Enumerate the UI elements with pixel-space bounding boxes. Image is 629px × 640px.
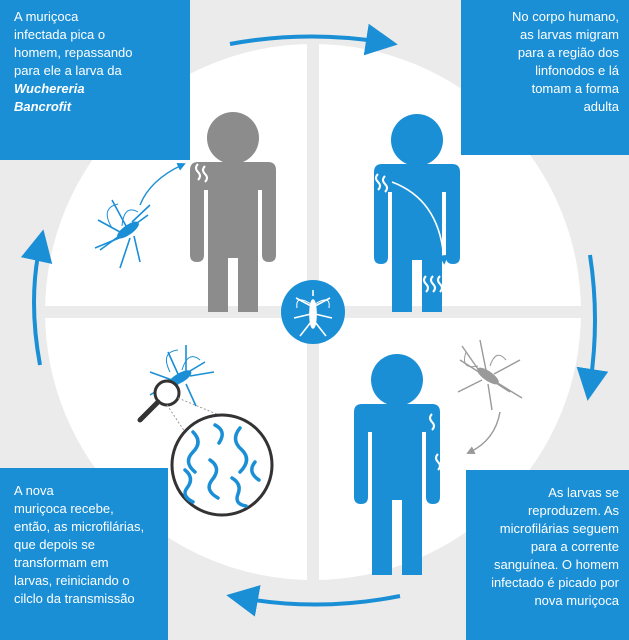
step-1-line: infectada pica o [14, 27, 106, 42]
step-1-line: para ele a larva da [14, 63, 122, 78]
step-1-line: homem, repassando [14, 45, 133, 60]
step-2-box: No corpo humano, as larvas migram para a… [461, 0, 629, 155]
arrow-left [20, 229, 53, 366]
step-1-italic-line: Bancrofit [14, 99, 72, 114]
mosquito-icon [281, 280, 345, 344]
step-4-line: cilclo da transmissão [14, 591, 135, 606]
step-2-line: adulta [583, 99, 619, 114]
person-gray-icon [190, 112, 276, 312]
step-3-line: microfilárias seguem [499, 521, 619, 536]
bite-arrow-q3 [466, 411, 501, 454]
magnifier-icon [137, 379, 181, 423]
step-4-line: então, as microfilárias, [14, 519, 145, 534]
step-3-line: reproduzem. As [527, 503, 619, 518]
step-2-line: as larvas migram [520, 27, 619, 42]
step-4-line: A nova [14, 483, 54, 498]
step-3-line: para a corrente [530, 539, 619, 554]
mosquito-icon-q1 [94, 199, 151, 269]
step-2-line: para a região dos [517, 45, 619, 60]
microfilaria-zoom-circle [170, 413, 274, 517]
step-4-box: A nova muriçoca recebe, então, as microf… [0, 468, 168, 640]
step-4-line: muriçoca recebe, [14, 501, 114, 516]
larva-marks-q3 [429, 413, 447, 471]
person-blue-icon-q3 [354, 354, 440, 575]
step-4-line: que depois se [14, 537, 95, 552]
larva-marks-gray [195, 163, 208, 183]
step-2-line: No corpo humano, [512, 9, 619, 24]
cycle-arrows [20, 23, 609, 617]
step-3-box: As larvas se reproduzem. As microfilária… [466, 470, 629, 640]
step-1-box: A muriçoca infectada pica o homem, repas… [0, 0, 190, 160]
arrow-top [229, 23, 398, 56]
step-2-line: tomam a forma [531, 81, 619, 96]
step-4-line: transformam em [14, 555, 109, 570]
larva-marks-q2 [375, 173, 449, 293]
step-3-line: nova muriçoca [534, 593, 619, 608]
step-2-line: linfonodos e lá [535, 63, 619, 78]
step-1-line: A muriçoca [14, 9, 79, 24]
mosquito-icon-q3 [457, 339, 523, 411]
arrow-right [576, 254, 609, 401]
arrow-bottom [226, 585, 401, 617]
step-3-line: sanguínea. O homem [493, 557, 619, 572]
step-3-line: As larvas se [548, 485, 619, 500]
person-blue-icon-q2 [374, 114, 460, 312]
step-3-line: infectado é picado por [491, 575, 619, 590]
step-4-line: larvas, reiniciando o [14, 573, 130, 588]
step-1-italic-line: Wuchereria [14, 81, 85, 96]
bite-arrow-q1 [139, 162, 186, 206]
